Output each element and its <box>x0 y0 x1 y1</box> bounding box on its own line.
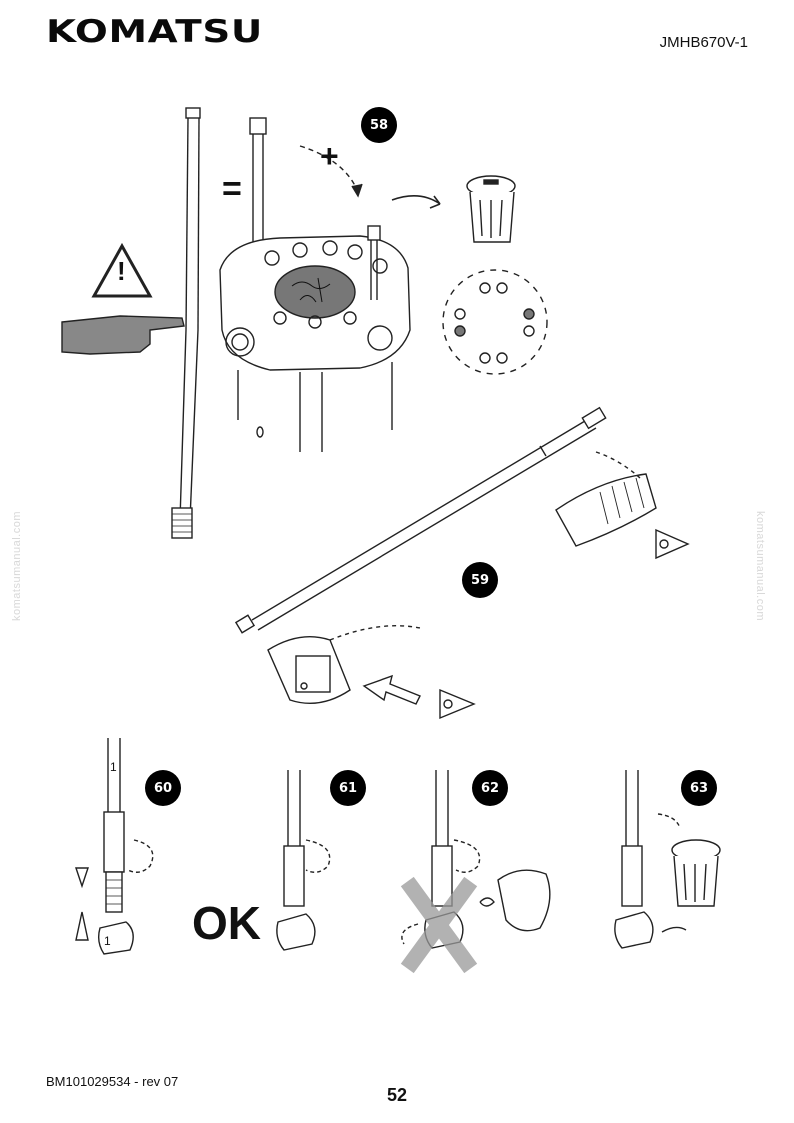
step-badge-59: 59 <box>462 562 498 598</box>
document-reference: BM101029534 - rev 07 <box>46 1074 179 1089</box>
eye-icon-lower <box>439 688 476 720</box>
rod-marker: 1 <box>110 760 117 774</box>
cross-mark-icon <box>400 876 478 974</box>
step-badge-61: 61 <box>330 770 366 806</box>
step-badge-58: 58 <box>361 107 397 143</box>
step-63-drawing <box>614 770 721 949</box>
step-60-drawing <box>75 738 154 955</box>
step-badge-60: 60 <box>145 770 181 806</box>
pointing-hand-icon <box>61 315 185 355</box>
step-61-drawing <box>276 770 331 951</box>
document-code: JMHB670V-1 <box>659 34 748 51</box>
diagonal-rod-drawing <box>234 406 607 634</box>
eye-icon <box>655 528 690 560</box>
valve-housing-drawing <box>219 225 411 452</box>
warning-icon <box>91 242 153 298</box>
page-number: 52 <box>387 1085 408 1105</box>
step-badge-62: 62 <box>472 770 508 806</box>
bolt-pattern-diagram <box>442 269 548 375</box>
plus-sign: + <box>320 138 339 174</box>
step-badge-63: 63 <box>681 770 717 806</box>
warning-exclamation: ! <box>117 256 126 286</box>
long-rod-drawing <box>171 107 201 539</box>
waste-bin-icon <box>466 175 516 243</box>
arrow-pointer-icon <box>362 674 421 705</box>
thread-detail-drawing <box>555 451 657 547</box>
equals-sign: = <box>222 170 242 208</box>
ok-label: OK <box>192 897 261 949</box>
komatsu-logo: KOMATSU <box>46 14 263 50</box>
part-marker: 1 <box>104 934 111 948</box>
hex-end-detail-drawing <box>267 625 421 705</box>
